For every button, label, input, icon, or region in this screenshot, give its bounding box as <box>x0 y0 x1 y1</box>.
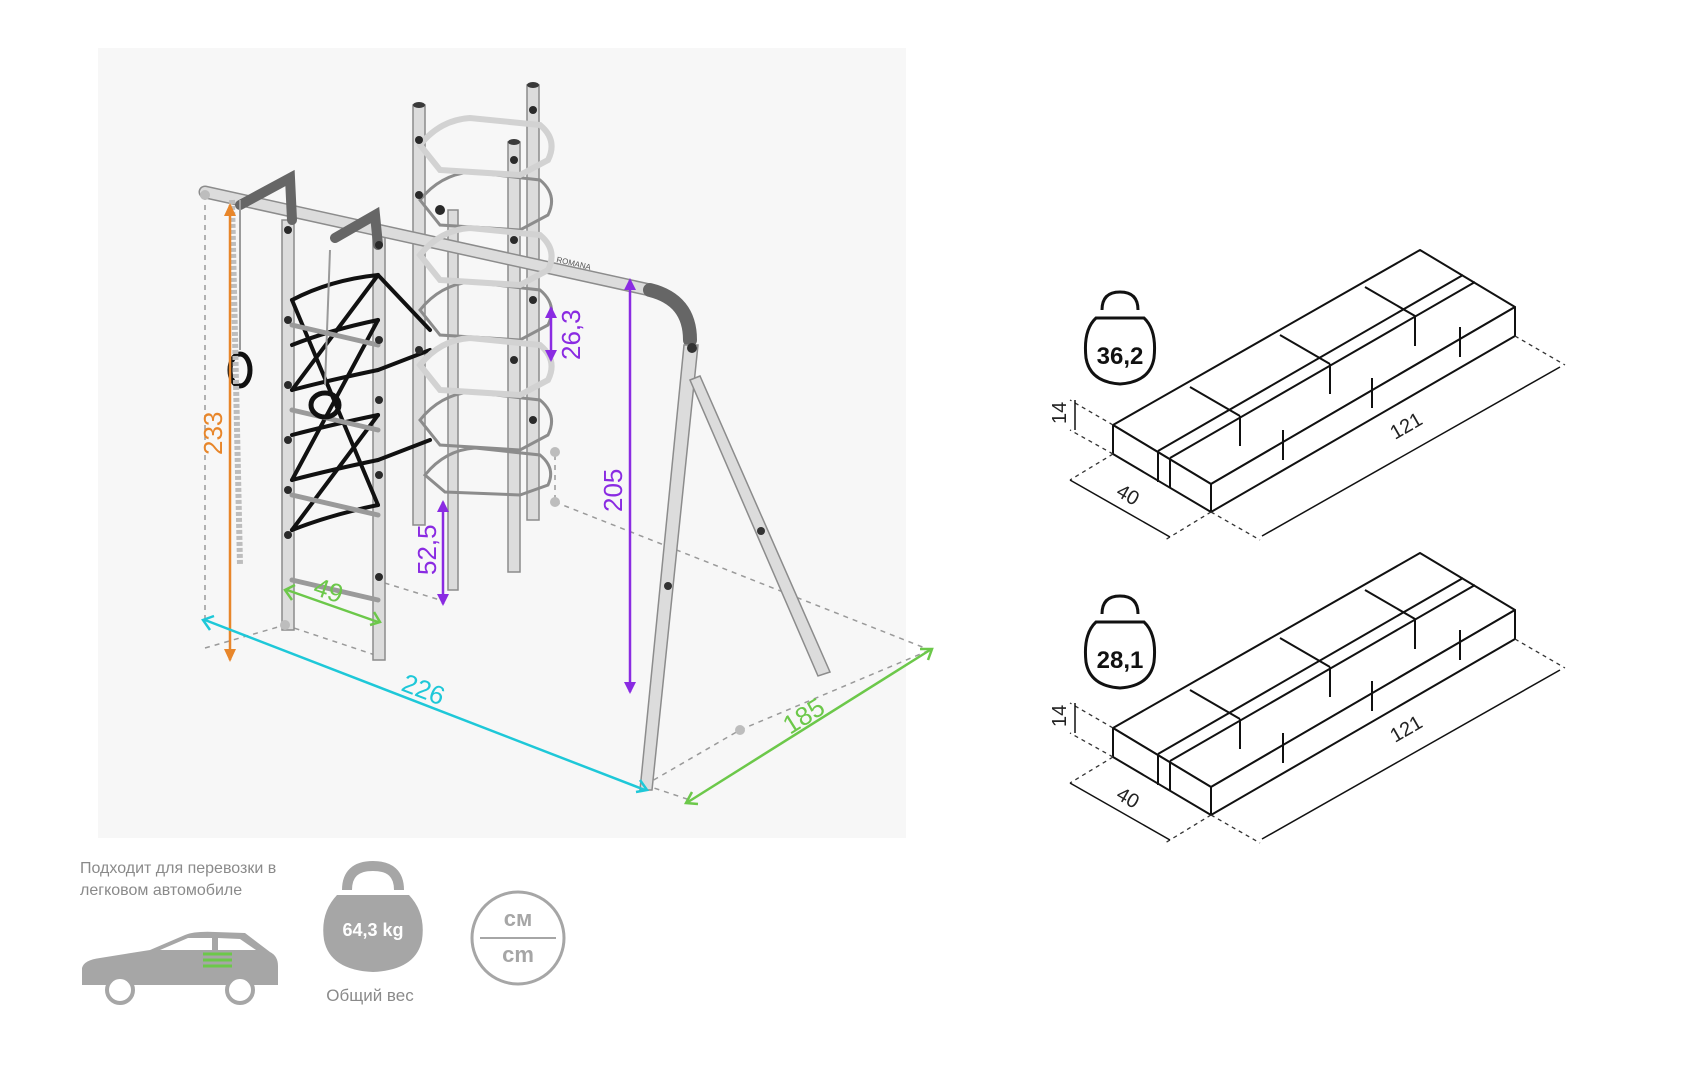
label-step-height: 52,5 <box>412 524 442 575</box>
units-bottom: cm <box>502 942 534 967</box>
label-swing-height: 205 <box>598 469 628 512</box>
ground-feet <box>200 190 745 735</box>
climbing-rope <box>229 199 243 566</box>
post-caps <box>413 82 539 145</box>
package-2-length: 121 <box>1387 712 1427 748</box>
total-weight-caption: Общий вес <box>326 986 414 1005</box>
transport-note: Подходит для перевозки в легковом автомо… <box>80 860 277 899</box>
frame-joints <box>284 106 537 581</box>
label-rope-height: 233 <box>198 412 228 455</box>
playground-illustration <box>198 82 931 801</box>
package-2-width: 40 <box>1113 783 1143 813</box>
package-2-weight-icon <box>1084 594 1156 690</box>
total-weight-icon <box>323 860 423 972</box>
car-icon <box>82 931 278 1005</box>
total-weight: 64,3 kg <box>342 920 403 940</box>
units-icon <box>470 890 566 986</box>
package-1-length: 121 <box>1387 409 1427 445</box>
ground-guides <box>204 195 931 801</box>
gym-rings <box>227 200 342 420</box>
dimension-swing-height: 205 <box>598 278 636 694</box>
dimension-ladder-step: 26,3 <box>545 306 586 362</box>
dimension-step-height: 52,5 <box>412 500 449 606</box>
package-1-height: 14 <box>1049 402 1071 424</box>
package-2-weight: 28,1 <box>1097 647 1144 674</box>
top-bars <box>198 169 697 347</box>
climbing-loops-inner <box>416 114 555 399</box>
dimension-rope-height: 233 <box>198 203 236 662</box>
package-2-height: 14 <box>1049 705 1071 727</box>
swing-legs <box>639 344 832 791</box>
label-ladder-step: 26,3 <box>556 309 586 360</box>
package-1-weight: 36,2 <box>1097 343 1144 370</box>
package-2: 28,1 14 40 121 <box>1049 552 1566 844</box>
package-1-weight-icon <box>1084 290 1156 386</box>
package-1-width: 40 <box>1113 480 1143 510</box>
ladder-rungs <box>289 322 381 603</box>
units-top: см <box>504 906 533 931</box>
diagram-panel <box>98 48 906 838</box>
package-1: 36,2 14 40 121 <box>1049 249 1566 541</box>
